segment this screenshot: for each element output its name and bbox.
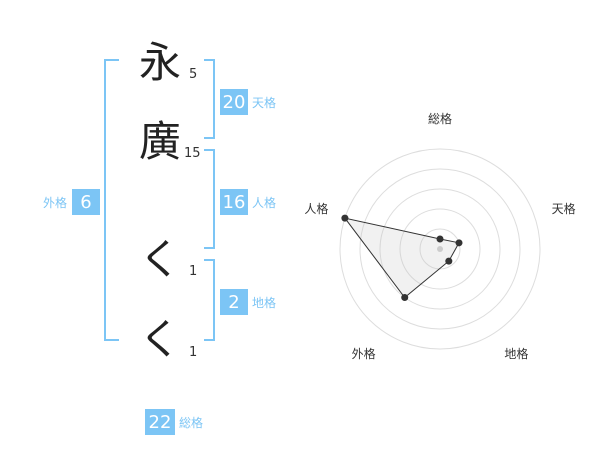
chikaku-value: 2: [228, 292, 239, 313]
soukaku-badge: 22 総格: [145, 409, 203, 435]
name-char-4: く: [139, 315, 181, 364]
jinkaku-badge: 16 人格: [220, 189, 276, 215]
radar-point-4: [401, 294, 409, 302]
name-char-2: 廣: [139, 117, 181, 166]
gaikaku-value: 6: [80, 192, 91, 213]
radar-label-2: 天格: [552, 201, 576, 216]
tenkaku-badge: 20 天格: [220, 89, 276, 115]
name-char-1: 永: [139, 38, 181, 87]
stroke-count-3: 1: [189, 264, 197, 279]
chikaku-label: 地格: [252, 295, 276, 310]
radar-point-5: [341, 214, 349, 222]
tenkaku-label: 天格: [252, 95, 276, 110]
soukaku-label: 総格: [179, 415, 203, 430]
chikaku-badge: 2 地格: [220, 289, 276, 315]
radar-ring-3: [379, 188, 501, 310]
radar-label-3: 地格: [504, 346, 528, 361]
chikaku-bracket: [204, 259, 215, 341]
jinkaku-label: 人格: [252, 195, 276, 210]
radar-ring-5: [339, 148, 541, 350]
radar-label-4: 外格: [352, 346, 376, 361]
gaikaku-bracket: [104, 59, 119, 341]
radar-label-1: 総格: [428, 111, 452, 126]
radar-point-3: [445, 257, 453, 265]
name-column: 永 5 廣 15 く 1 く 1: [139, 38, 201, 364]
tenkaku-value: 20: [223, 92, 246, 113]
radar-label-5: 人格: [304, 201, 328, 216]
radar-center: [437, 246, 443, 252]
radar-area: [343, 217, 460, 299]
stroke-count-2: 15: [184, 146, 201, 161]
radar-grid: [339, 148, 541, 350]
radar-points: [341, 214, 463, 302]
stroke-count-4: 1: [189, 345, 197, 360]
soukaku-value: 22: [149, 412, 172, 433]
radar-ring-2: [399, 208, 481, 290]
stroke-count-1: 5: [189, 67, 197, 82]
jinkaku-value: 16: [223, 192, 246, 213]
gaikaku-label: 外格: [43, 195, 67, 210]
radar-point-2: [455, 239, 463, 247]
gaikaku-badge: 外格 6: [43, 189, 100, 215]
radar-ring-4: [359, 168, 521, 330]
jinkaku-bracket: [204, 149, 215, 249]
tenkaku-bracket: [204, 59, 215, 139]
name-char-3: く: [139, 235, 181, 284]
radar-point-1: [436, 235, 444, 243]
